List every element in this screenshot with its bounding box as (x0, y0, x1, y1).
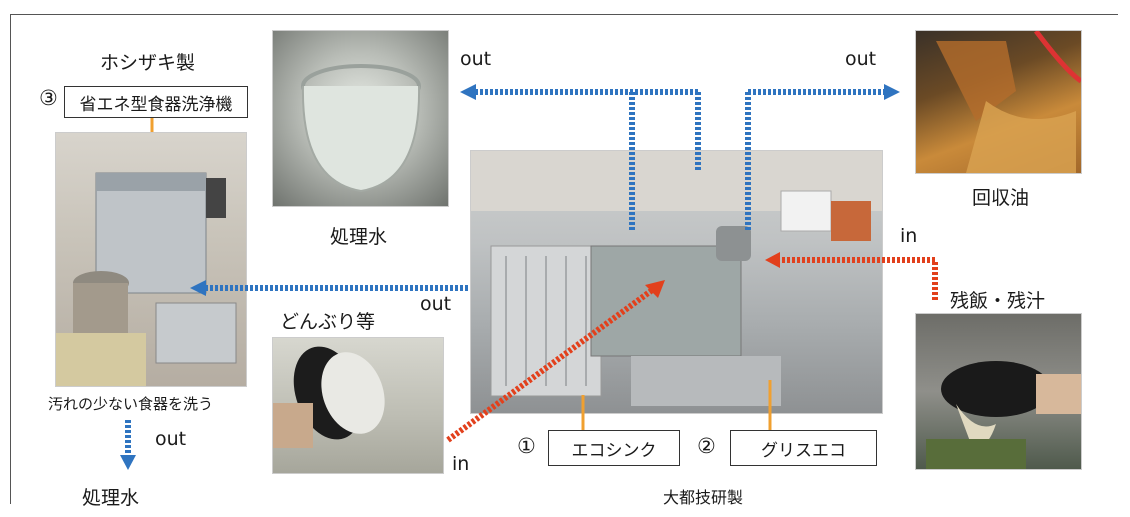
leftover-label: 残飯・残汁 (950, 290, 1046, 312)
in-label-right: in (900, 225, 918, 247)
greaseeco-label: グリスエコ (761, 440, 846, 461)
frame-top-line (10, 14, 1118, 15)
recovered-oil-photo (915, 30, 1082, 174)
sink-illustration (471, 151, 882, 406)
recovered-oil-label: 回収油 (972, 187, 1030, 209)
less-dirty-label: 汚れの少ない食器を洗う (48, 395, 214, 413)
daito-label: 大都技研製 (663, 488, 744, 507)
number-2: ② (697, 434, 716, 458)
dishwasher-illustration (56, 172, 237, 386)
greaseeco-label-box: グリスエコ (730, 430, 877, 466)
arrowhead-out-top-right (884, 84, 900, 100)
treated-water-center-label: 処理水 (330, 226, 388, 248)
ecosink-photo (470, 150, 883, 414)
donburi-label: どんぶり等 (280, 311, 376, 333)
number-1: ① (517, 434, 536, 458)
arrowhead-out-bottom (120, 455, 136, 470)
dishwasher-label: 省エネ型食器洗浄機 (79, 94, 233, 115)
leftover-photo (915, 313, 1082, 470)
ecosink-label: エコシンク (571, 440, 657, 461)
hoshizaki-label: ホシザキ製 (100, 52, 196, 74)
out-label-bottom-left: out (155, 428, 187, 450)
in-label-bottom: in (452, 453, 470, 475)
treated-water-bottom-label: 処理水 (82, 487, 140, 509)
out-label-top-right: out (845, 48, 877, 70)
donburi-illustration (273, 346, 385, 448)
number-3: ③ (39, 86, 58, 110)
arrowhead-out-top-left (460, 84, 476, 100)
oil-illustration (936, 31, 1081, 173)
donburi-photo (272, 337, 444, 474)
jar-illustration (301, 64, 421, 193)
treated-water-photo (272, 30, 449, 207)
bowl-illustration (926, 361, 1081, 469)
dishwasher-label-box: 省エネ型食器洗浄機 (64, 86, 248, 118)
out-label-top-left: out (460, 48, 492, 70)
ecosink-label-box: エコシンク (548, 430, 680, 466)
out-label-mid: out (420, 293, 452, 315)
dishwasher-photo (55, 132, 247, 387)
frame-left-line (10, 14, 11, 504)
